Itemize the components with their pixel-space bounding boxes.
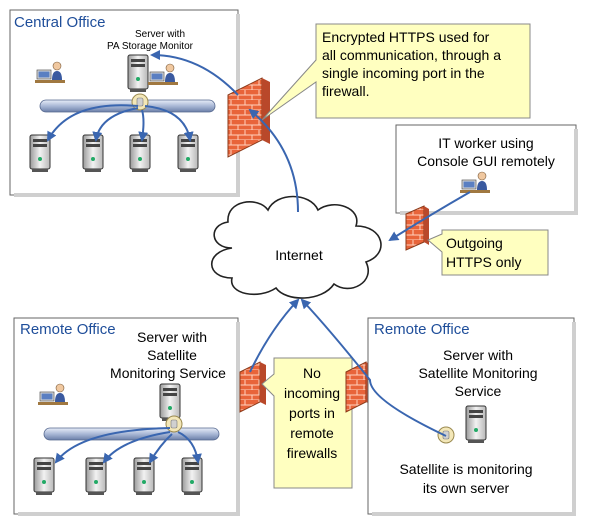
remote-right-title: Remote Office xyxy=(374,321,470,338)
https-callout-line-3: single incoming port in the xyxy=(322,65,485,81)
remote-left-client-server-4 xyxy=(181,457,203,496)
internet-cloud-icon xyxy=(211,195,382,299)
https-callout-line-2: all communication, through a xyxy=(322,47,501,63)
central-server-label-1: Server with xyxy=(135,29,185,40)
remote-left-line-3: Monitoring Service xyxy=(110,365,226,381)
central-client-server-1 xyxy=(29,134,51,173)
central-main-server-icon xyxy=(127,54,149,93)
remote-left-server-icon xyxy=(159,383,181,422)
https-callout-line-1: Encrypted HTTPS used for xyxy=(322,29,490,45)
outgoing-line-2: HTTPS only xyxy=(446,254,521,270)
remote-right-line-2: Satellite Monitoring xyxy=(418,365,537,381)
arrow-internet-to-firewall xyxy=(248,108,299,213)
central-client-server-2 xyxy=(82,134,104,173)
remote-right-line-3: Service xyxy=(455,383,502,399)
https-callout: Encrypted HTTPS used for all communicati… xyxy=(261,23,531,121)
no-ports-line-5: firewalls xyxy=(287,445,338,461)
central-client-server-4 xyxy=(177,134,199,173)
it-worker-line-1: IT worker using xyxy=(438,135,533,151)
central-server-label-2: PA Storage Monitor xyxy=(107,41,194,52)
remote-left-arrows xyxy=(54,427,202,464)
central-storage-icon xyxy=(131,93,149,111)
no-ports-line-4: remote xyxy=(290,425,334,441)
internet-label: Internet xyxy=(275,247,323,263)
outgoing-line-1: Outgoing xyxy=(446,235,503,251)
main-firewall-icon xyxy=(227,77,270,158)
arrow-remote-left-to-internet xyxy=(249,298,300,373)
central-arrows xyxy=(47,104,194,142)
arrow-it-worker-to-internet xyxy=(388,191,471,242)
remote-left-client-server-1 xyxy=(33,457,55,496)
central-client-server-3 xyxy=(129,134,151,173)
arrow-firewall-to-central-server xyxy=(150,50,239,96)
remote-right-server-icon xyxy=(465,405,487,444)
no-ports-line-3: ports in xyxy=(289,405,335,421)
remote-left-firewall-icon xyxy=(239,361,266,413)
central-office-title: Central Office xyxy=(14,14,105,31)
remote-left-client-server-2 xyxy=(85,457,107,496)
remote-left-client-server-3 xyxy=(133,457,155,496)
remote-left-line-1: Server with xyxy=(137,329,207,345)
remote-right-caption-1: Satellite is monitoring xyxy=(399,461,532,477)
remote-left-title: Remote Office xyxy=(20,321,116,338)
no-ports-callout: No incoming ports in remote firewalls xyxy=(261,357,353,489)
no-ports-line-2: incoming xyxy=(284,385,340,401)
remote-right-line-1: Server with xyxy=(443,347,513,363)
remote-right-caption-2: its own server xyxy=(423,480,510,496)
no-ports-line-1: No xyxy=(303,365,321,381)
connection-arrows xyxy=(150,50,471,437)
remote-left-storage-icon xyxy=(165,415,183,433)
it-worker-line-2: Console GUI remotely xyxy=(417,153,555,169)
arrow-remote-right-to-internet xyxy=(300,298,447,437)
https-callout-line-4: firewall. xyxy=(322,83,369,99)
outgoing-callout: Outgoing HTTPS only xyxy=(427,229,549,276)
remote-left-line-2: Satellite xyxy=(147,347,197,363)
